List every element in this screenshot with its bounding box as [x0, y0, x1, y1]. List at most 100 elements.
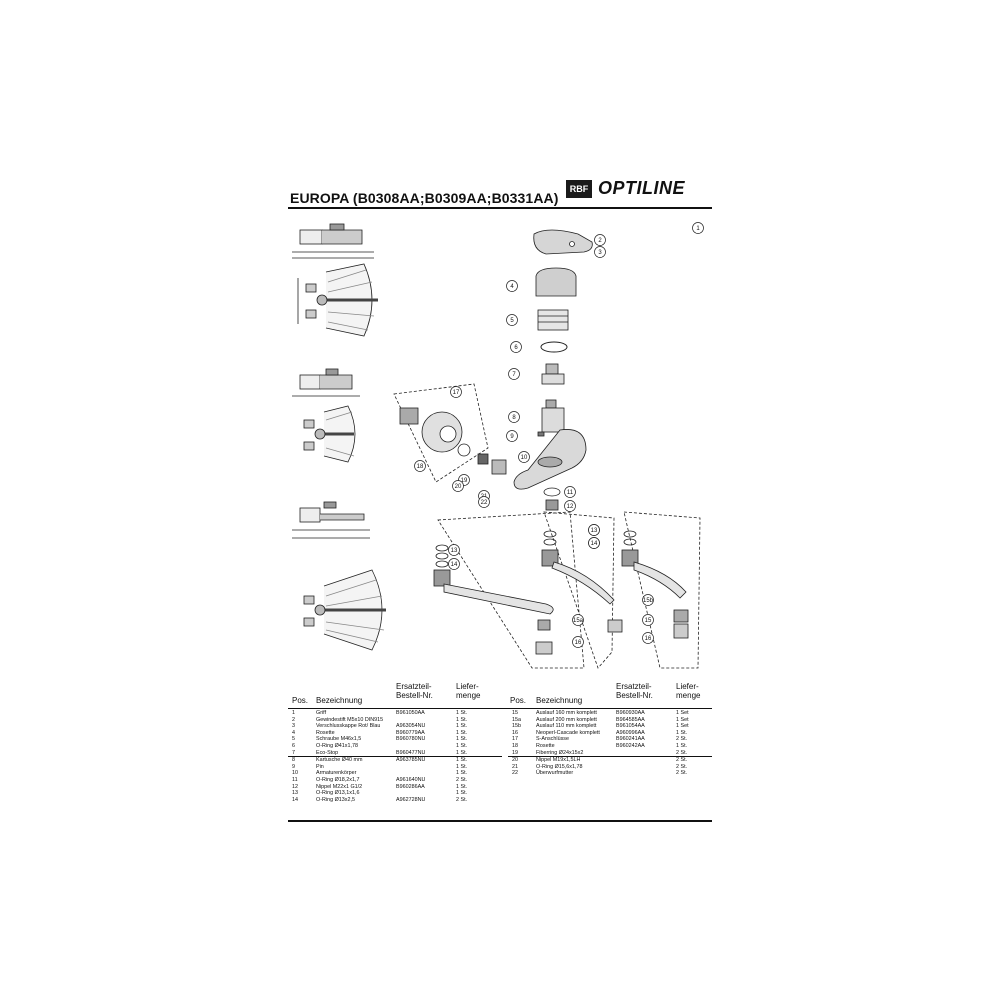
callout-label: 14 — [591, 541, 598, 547]
spout-assembly-a — [433, 511, 585, 669]
callout-label: 4 — [510, 284, 514, 290]
part-quantity: 1 St. — [456, 729, 468, 736]
o-ring-part — [540, 341, 568, 353]
callout-label: 15 — [645, 618, 652, 624]
part-quantity: 1 Set — [676, 723, 689, 730]
callout-label: 18 — [417, 464, 424, 470]
callout-3: 4 — [506, 280, 518, 292]
part-quantity: 1 Set — [676, 710, 689, 716]
part-position: 15 — [512, 710, 518, 716]
part-position: 13 — [292, 790, 298, 797]
part-name: O-Ring Ø18,2x1,7 — [316, 776, 360, 783]
part-order-number: B964585AA — [616, 716, 645, 723]
part-name: Griff — [316, 710, 327, 716]
pin-part — [537, 431, 545, 437]
part-order-number: B961054AA — [616, 723, 645, 730]
callout-label: 8 — [512, 415, 516, 421]
part-name: Rosette — [316, 729, 335, 736]
callout-6: 7 — [508, 368, 520, 380]
part-position: 3 — [292, 723, 295, 730]
part-position: 15b — [512, 723, 521, 730]
part-quantity: 1 St. — [676, 742, 688, 749]
part-name: Auslauf 160 mm komplett — [536, 710, 597, 716]
part-order-number: B961050AA — [396, 710, 425, 716]
callout-label: 7 — [512, 372, 516, 378]
callout-label: 20 — [455, 484, 462, 490]
part-order-number: A960996AA — [616, 729, 645, 736]
part-position: 12 — [292, 783, 298, 790]
part-order-number: A961640NU — [396, 776, 426, 783]
header-qty-left: Liefer-menge — [456, 682, 481, 700]
part-quantity: 2 St. — [676, 757, 688, 764]
part-name: Auslauf 110 mm komplett — [536, 723, 597, 730]
part-position: 14 — [292, 796, 298, 803]
part-quantity: 2 St. — [456, 796, 468, 803]
part-position: 2 — [292, 716, 295, 723]
callout-7: 8 — [508, 411, 520, 423]
part-quantity: 2 St. — [676, 770, 688, 777]
header-qty-right: Liefer-menge — [676, 682, 701, 700]
side-view-1 — [292, 223, 374, 259]
callout-label: 17 — [453, 390, 460, 396]
callout-21: 14 — [448, 558, 460, 570]
part-name: Eco-Stop — [316, 749, 339, 756]
callout-label: 11 — [567, 490, 574, 496]
header-name-right: Bezeichnung — [536, 696, 583, 705]
part-name: Schraube M46x1,5 — [316, 736, 362, 743]
part-position: 15a — [512, 716, 521, 723]
part-quantity: 2 St. — [456, 776, 468, 783]
part-position: 11 — [292, 776, 298, 783]
callout-2: 3 — [594, 246, 606, 258]
brand-logo-text: OPTILINE — [598, 178, 686, 198]
callout-label: 22 — [481, 500, 488, 506]
callout-19: 22 — [478, 496, 490, 508]
callout-1: 2 — [594, 234, 606, 246]
nipple-part — [543, 487, 561, 511]
part-name: Kartusche Ø40 mm — [316, 757, 363, 764]
callout-label: 9 — [510, 434, 514, 440]
callout-label: 15a — [573, 618, 584, 624]
page-title: EUROPA (B0308AA;B0309AA;B0331AA) — [290, 190, 559, 206]
part-name: Pin — [316, 763, 324, 770]
table-row: 11 O-Ring Ø18,2x1,7 A961640NU 2 St. — [288, 777, 502, 784]
part-position: 17 — [512, 736, 518, 743]
part-name: Gewindestift M5x10 DIN915 — [316, 716, 384, 723]
header-rule — [288, 207, 712, 209]
callout-25: 14 — [588, 537, 600, 549]
part-quantity: 1 St. — [676, 729, 688, 736]
part-name: O-Ring Ø13x2,5 — [316, 796, 355, 803]
header-pos-right: Pos. — [510, 696, 527, 705]
part-name: Verschlusskappe Rot/ Blau — [316, 723, 381, 730]
top-view-2 — [303, 405, 356, 463]
part-position: 5 — [292, 736, 295, 743]
part-position: 7 — [292, 749, 295, 756]
part-order-number: B960242AA — [616, 742, 645, 749]
callout-label: 1 — [696, 226, 700, 232]
callout-0: 1 — [692, 222, 704, 234]
callout-label: 3 — [598, 250, 602, 256]
part-order-number: A963054NU — [396, 723, 426, 730]
part-quantity: 1 St. — [456, 763, 468, 770]
eco-stop-part — [541, 363, 565, 385]
part-quantity: 2 St. — [676, 763, 688, 770]
callout-15: 18 — [414, 460, 426, 472]
callout-label: 10 — [521, 455, 528, 461]
part-position: 10 — [292, 770, 298, 777]
part-name: O-Ring Ø15,6x1,78 — [536, 763, 583, 770]
part-name: Rosette — [536, 742, 555, 749]
part-order-number: B960286AA — [396, 783, 425, 790]
part-quantity: 1 St. — [456, 770, 468, 777]
callout-11: 12 — [564, 500, 576, 512]
part-name: Auslauf 200 mm komplett — [536, 716, 597, 723]
